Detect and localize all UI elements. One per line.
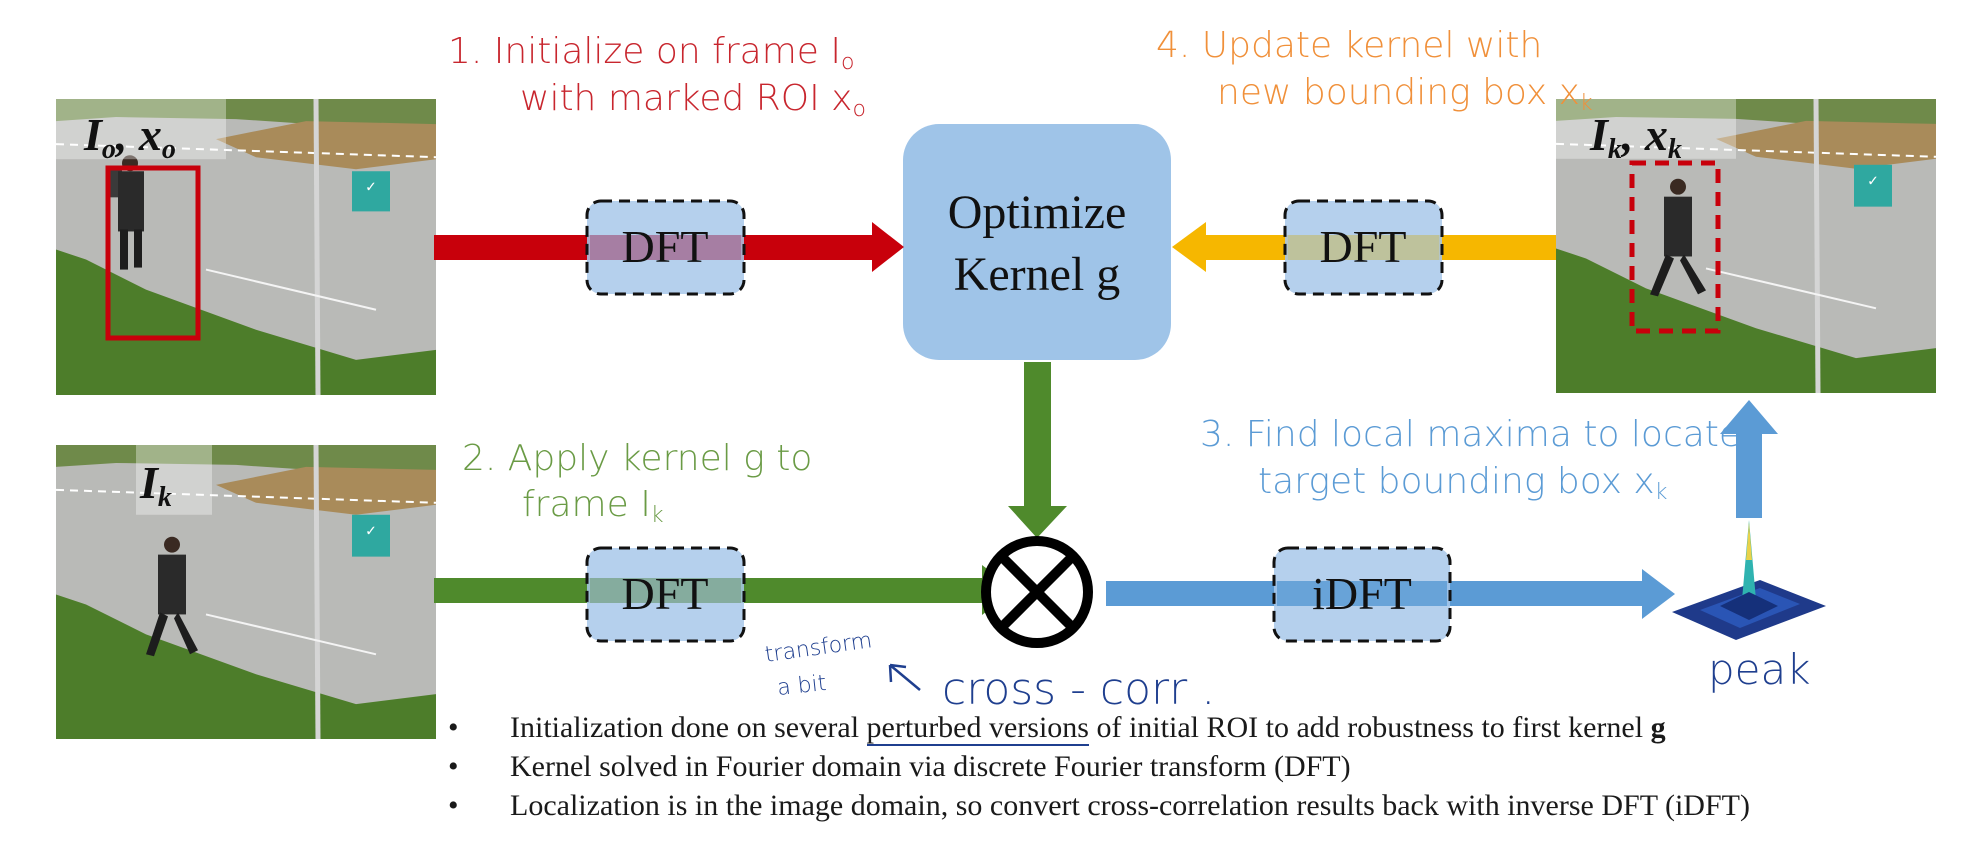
- kernel-down-arrow: [1008, 362, 1067, 538]
- frame-label-ik-xk: Ik, xk: [1589, 109, 1682, 165]
- handwritten-arrow-icon: [888, 663, 921, 691]
- frame-label-io-xo: Io, xo: [83, 109, 176, 165]
- handwritten-transform-line2: a bit: [776, 671, 828, 701]
- idft-label: iDFT: [1312, 568, 1412, 619]
- step4-line1: 4. Update kernel with: [1156, 25, 1542, 66]
- correlation-peak-surface-icon: [1672, 520, 1826, 640]
- dft-box-right: DFT: [1283, 199, 1444, 296]
- svg-text:✓: ✓: [365, 180, 377, 195]
- dft-box-bottom: DFT: [585, 546, 746, 643]
- step4-line2: new bounding box xk: [1217, 72, 1593, 116]
- handwritten-transform-line1: transform: [763, 628, 873, 668]
- step1-line1: 1. Initialize on frame Io: [448, 31, 854, 75]
- bullet-marker: •: [448, 789, 459, 822]
- circled-times-icon: [981, 536, 1093, 648]
- bullet-text-initialization: Initialization done on several perturbed…: [510, 711, 1666, 746]
- bullet-list: • Initialization done on several perturb…: [448, 708, 1950, 825]
- bullet-marker: •: [448, 711, 459, 744]
- frame-top-left: ✓ Io, xo: [56, 99, 436, 395]
- step3-line2: target bounding box xk: [1258, 461, 1668, 505]
- bullet-text-localization: Localization is in the image domain, so …: [510, 789, 1750, 822]
- roi-box-updated: [1629, 160, 1721, 334]
- underlined-phrase: perturbed versions: [866, 711, 1089, 746]
- roi-box-initial: [105, 165, 201, 341]
- step2-line1: 2. Apply kernel g to: [462, 438, 812, 479]
- idft-box: iDFT: [1272, 546, 1452, 643]
- step2-line2: frame Ik: [522, 484, 664, 528]
- svg-text:✓: ✓: [365, 525, 377, 540]
- bullet-item: • Initialization done on several perturb…: [448, 708, 1950, 747]
- dft-label-bottom: DFT: [622, 568, 709, 619]
- dft-box-top: DFT: [585, 199, 746, 296]
- bullet-text-kernel: Kernel solved in Fourier domain via disc…: [510, 750, 1351, 783]
- dft-label-top: DFT: [622, 221, 709, 272]
- bullet-item: • Localization is in the image domain, s…: [448, 786, 1950, 825]
- bullet-item: • Kernel solved in Fourier domain via di…: [448, 747, 1950, 786]
- svg-text:✓: ✓: [1867, 175, 1879, 190]
- assembly-point-sign-icon: [352, 171, 390, 212]
- step3-line1: 3. Find local maxima to locate: [1200, 414, 1741, 455]
- dft-label-right: DFT: [1320, 221, 1407, 272]
- handwritten-peak: peak: [1708, 645, 1811, 694]
- optimizer-label-line1: Optimize: [948, 186, 1127, 239]
- frame-label-ik: Ik: [139, 457, 172, 513]
- bullet-marker: •: [448, 750, 459, 783]
- step1-line2: with marked ROI xo: [520, 78, 866, 122]
- optimizer-label-line2: Kernel g: [954, 248, 1121, 301]
- handwritten-cross-corr: cross - corr .: [942, 664, 1215, 715]
- frame-bottom-left: ✓ Ik: [56, 445, 436, 739]
- peak-up-arrow: [1720, 400, 1778, 518]
- optimize-kernel-box: Optimize Kernel g: [903, 124, 1171, 360]
- frame-top-right: ✓ Ik, xk: [1556, 99, 1936, 393]
